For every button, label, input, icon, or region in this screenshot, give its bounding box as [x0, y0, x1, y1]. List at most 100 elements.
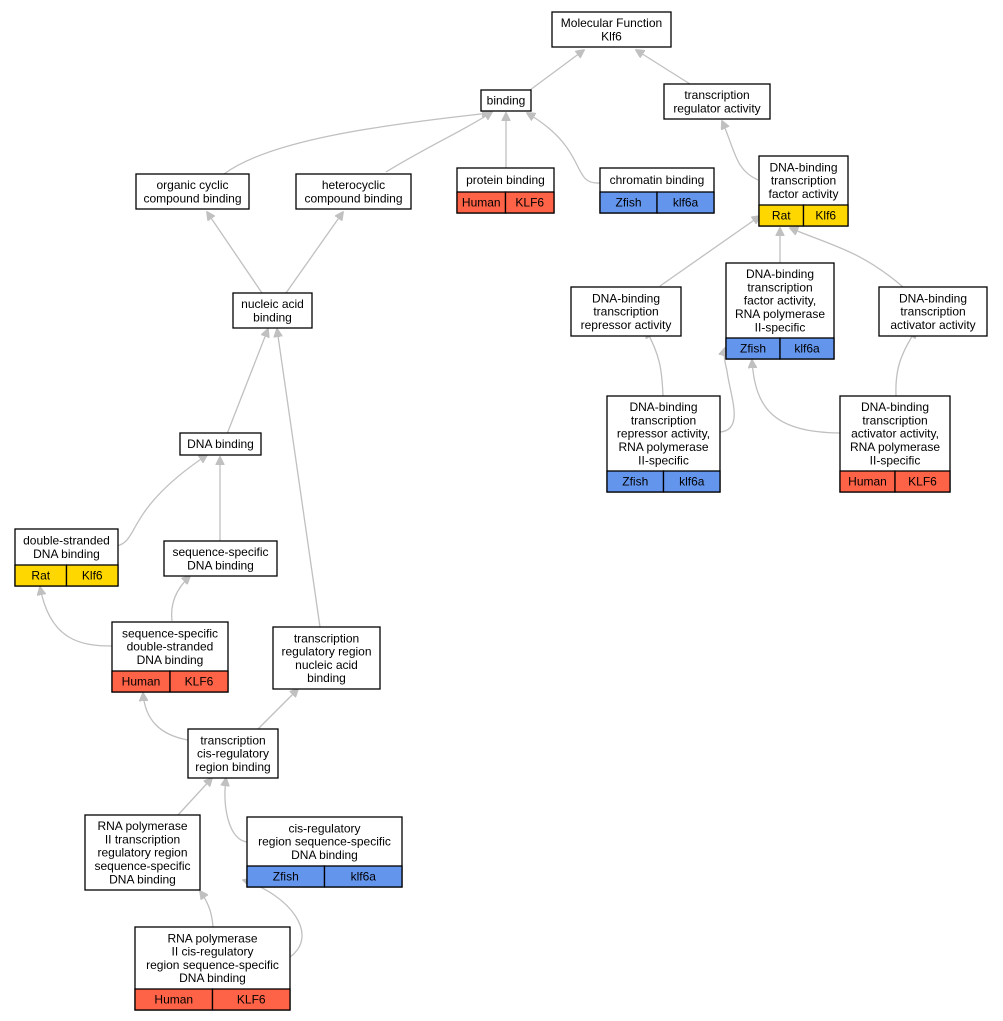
node-label-line: DNA binding: [291, 848, 358, 862]
node-label-line: cis-regulatory: [288, 821, 360, 835]
edge-ocb-to-binding: [223, 113, 490, 175]
gene-tag-cell: [323, 865, 403, 888]
node-label-line: sequence-specific: [172, 545, 268, 559]
edge-dnab-to-nab: [226, 329, 268, 435]
node-label-line: RNA polymerase: [850, 440, 940, 454]
gene-tag-label: Klf6: [815, 209, 836, 223]
species-tag-label: Rat: [31, 569, 50, 583]
edge-cb-to-binding: [527, 113, 601, 184]
node-box: [135, 173, 250, 210]
node-box: [163, 540, 278, 577]
edge-hcb-to-binding: [385, 112, 492, 173]
edge-dbtra2-to-dbtfa2: [720, 348, 735, 433]
node-label-line: repressor activity,: [617, 427, 710, 441]
node-label-line: sequence-specific: [94, 859, 190, 873]
node-label-line: DNA binding: [187, 437, 254, 451]
edge-ssdsdb-to-ssdb: [170, 576, 190, 622]
node-label-line: transcription: [294, 631, 359, 645]
node-label-line: organic cyclic: [156, 178, 228, 192]
species-tag-label: Zfish: [615, 196, 641, 210]
node-label-line: RNA polymerase: [735, 307, 825, 321]
node-label-line: DNA-binding: [592, 291, 660, 305]
gene-tag-label: klf6a: [794, 342, 820, 356]
node-label-line: cis-regulatory: [197, 747, 269, 761]
node-binding[interactable]: binding: [480, 89, 532, 112]
node-label-line: DNA binding: [109, 872, 176, 886]
node-label-line: region sequence-specific: [146, 958, 279, 972]
node-label-line: Klf6: [601, 29, 622, 43]
node-box: [551, 11, 672, 48]
node-label-line: region binding: [195, 760, 270, 774]
node-box: [84, 814, 201, 891]
edge-rnap2cr-to-rnap2: [200, 891, 214, 928]
node-label-line: DNA binding: [187, 558, 254, 572]
node-box: [272, 626, 381, 690]
node-label-line: II-specific: [755, 320, 806, 334]
node-label-line: transcription: [684, 88, 749, 102]
node-box: [878, 286, 988, 337]
node-label-line: transcription: [200, 733, 265, 747]
node-label-line: II-specific: [870, 453, 921, 467]
node-label-line: double-stranded: [23, 534, 110, 548]
node-label-line: double-stranded: [127, 640, 214, 654]
species-tag-label: Rat: [772, 209, 791, 223]
gene-tag-cell: [211, 988, 291, 1011]
node-label-line: II transcription: [105, 832, 180, 846]
node-label-line: II-specific: [638, 453, 689, 467]
node-label-line: transcription: [900, 305, 965, 319]
node-label-line: binding: [487, 94, 526, 108]
node-label-line: DNA-binding: [746, 267, 814, 281]
node-label-line: II cis-regulatory: [171, 945, 253, 959]
edge-tcrrb-to-trrnab: [257, 689, 298, 730]
node-label-line: Molecular Function: [561, 16, 662, 30]
edge-crrssdb-to-tcrrb: [225, 778, 248, 843]
node-label-line: nucleic acid: [241, 297, 304, 311]
edge-dbtaa-to-dbtfa: [790, 228, 904, 288]
node-label-line: factor activity,: [744, 294, 816, 308]
node-label-line: RNA polymerase: [97, 819, 187, 833]
gene-tag-label: klf6a: [679, 475, 705, 489]
node-label-line: activator activity,: [851, 427, 939, 441]
node-label-line: factor activity: [768, 187, 838, 201]
gene-tag-cell: [65, 564, 119, 587]
gene-tag-cell: [802, 204, 849, 227]
gene-tag-label: KLF6: [515, 196, 544, 210]
edge-nab-to-hcb: [285, 212, 343, 294]
node-label-line: DNA-binding: [769, 160, 837, 174]
gene-tag-label: klf6a: [351, 870, 377, 884]
gene-tag-cell: [504, 191, 555, 214]
species-tag-label: Zfish: [273, 870, 299, 884]
node-label-line: heterocyclic: [322, 178, 385, 192]
node-dna-binding[interactable]: DNA binding: [179, 432, 262, 456]
edge-dbtaa2-to-dbtaa: [895, 330, 916, 397]
node-label-line: compound binding: [143, 191, 241, 205]
node-label-line: DNA-binding: [899, 291, 967, 305]
node-label-line: sequence-specific: [122, 626, 218, 640]
node-box: [663, 83, 771, 120]
node-box: [570, 286, 682, 337]
gene-tag-cell: [779, 337, 835, 360]
